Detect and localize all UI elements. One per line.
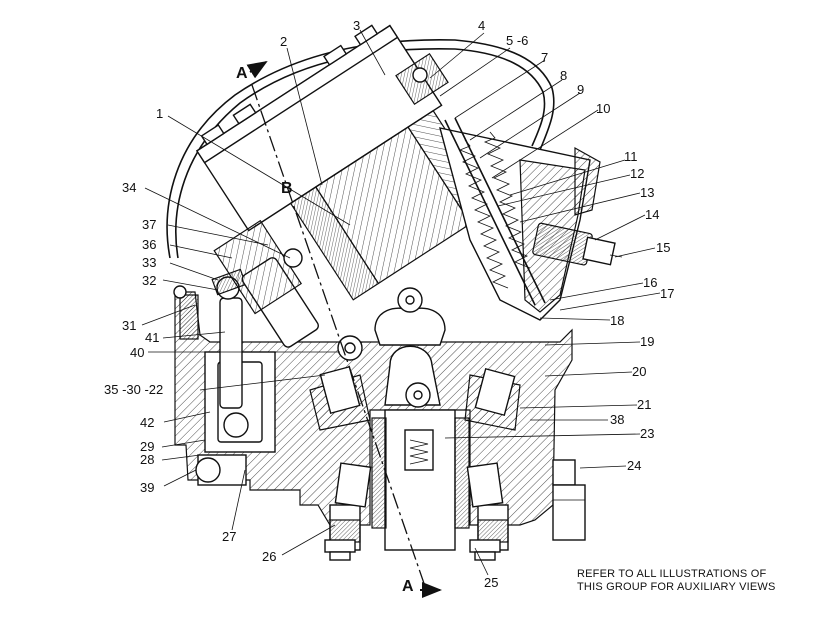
callout-24: 24: [627, 458, 641, 473]
callout-21: 21: [637, 397, 651, 412]
callout-26: 26: [262, 549, 276, 564]
main-bearings: [309, 365, 521, 431]
callout-15: 15: [656, 240, 670, 255]
callout-40: 40: [130, 345, 144, 360]
section-line-a-a: A A B: [236, 60, 442, 598]
leader-lines: [141, 29, 661, 576]
callout-35-30-22: 35 -30 -22: [104, 382, 163, 397]
callout-23: 23: [640, 426, 654, 441]
callout-19: 19: [640, 334, 654, 349]
callout-28: 28: [140, 452, 154, 467]
callout-9: 9: [577, 82, 584, 97]
callout-12: 12: [630, 166, 644, 181]
top-bolt: [395, 53, 449, 105]
section-label-top: A: [236, 65, 248, 82]
callout-39: 39: [140, 480, 154, 495]
callout-33: 33: [142, 255, 156, 270]
callout-1: 1: [156, 106, 163, 121]
callout-41: 41: [145, 330, 159, 345]
callout-14: 14: [645, 207, 659, 222]
callout-7: 7: [541, 50, 548, 65]
right-flange: [574, 146, 601, 216]
auxiliary-views-note: REFER TO ALL ILLUSTRATIONS OF THIS GROUP…: [577, 568, 776, 594]
callout-10: 10: [596, 101, 610, 116]
detail-label-b: B: [281, 180, 293, 197]
callout-13: 13: [640, 185, 654, 200]
callout-16: 16: [643, 275, 657, 290]
callout-29: 29: [140, 439, 154, 454]
section-label-bottom: A: [402, 578, 414, 595]
callout-8: 8: [560, 68, 567, 83]
drive-shaft: [329, 409, 509, 551]
callout-31: 31: [122, 318, 136, 333]
callout-17: 17: [660, 286, 674, 301]
callout-25: 25: [484, 575, 498, 590]
callout-20: 20: [632, 364, 646, 379]
side-bolt: [552, 459, 586, 541]
callout-4: 4: [478, 18, 485, 33]
callout-11: 11: [624, 149, 638, 164]
callout-labels: 1 2 3 4 5 -6 7 8 9 10 11 12 13 14 15 16 …: [104, 18, 674, 590]
right-fitting: [532, 222, 623, 266]
bottom-bolts: [324, 539, 501, 561]
callout-5-6: 5 -6: [506, 33, 528, 48]
callout-3: 3: [353, 18, 360, 33]
callout-2: 2: [280, 34, 287, 49]
callout-32: 32: [142, 273, 156, 288]
note-line-1: REFER TO ALL ILLUSTRATIONS OF: [577, 568, 767, 580]
callout-34: 34: [122, 180, 136, 195]
callout-36: 36: [142, 237, 156, 252]
callout-27: 27: [222, 529, 236, 544]
callout-18: 18: [610, 313, 624, 328]
callout-37: 37: [142, 217, 156, 232]
callout-42: 42: [140, 415, 154, 430]
callout-38: 38: [610, 412, 624, 427]
note-line-2: THIS GROUP FOR AUXILIARY VIEWS: [577, 581, 776, 593]
center-yoke: [337, 287, 446, 408]
left-shuttle-valve: [211, 268, 249, 438]
left-piston: [213, 219, 319, 348]
section-arrow-top: [246, 60, 268, 79]
